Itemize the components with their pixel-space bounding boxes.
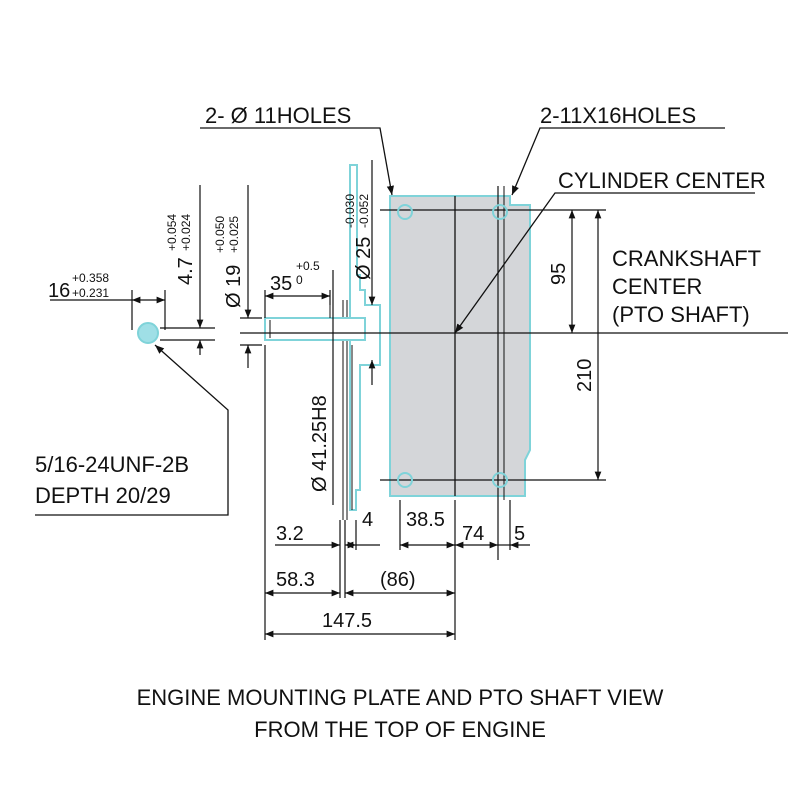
dim-41-value: Ø 41.25H8 [309, 395, 331, 492]
mounting-slot-bottom-right [492, 472, 508, 488]
dim-4-7-value: 4.7 [175, 257, 197, 285]
pto-shaft [264, 305, 366, 341]
dim-95-value: 95 [548, 263, 570, 285]
dim-19-lower: +0.025 [227, 216, 241, 253]
label-crankshaft-line3: (PTO SHAFT) [612, 302, 750, 327]
dim-86-value: (86) [380, 569, 416, 591]
dim-16-value: 16 [48, 280, 70, 302]
dim-25-value: Ø 25 [353, 237, 375, 280]
dim-lines-right [568, 210, 602, 480]
dim-58-3-value: 58.3 [276, 569, 315, 591]
mounting-hole-top-left [397, 204, 413, 220]
dim-3-2-value: 3.2 [276, 523, 304, 545]
leader-lines [35, 127, 755, 516]
caption-line1: ENGINE MOUNTING PLATE AND PTO SHAFT VIEW [137, 685, 664, 710]
dim-25-lower: -0.052 [357, 194, 371, 228]
label-thread-line1: 5/16-24UNF-2B [35, 452, 189, 477]
dim-38-5-value: 38.5 [406, 509, 445, 531]
dim-4-7-lower: +0.024 [179, 214, 193, 251]
dim-25-upper: -0.030 [343, 194, 357, 228]
dim-147-5-value: 147.5 [322, 610, 372, 632]
label-thread-line2: DEPTH 20/29 [35, 483, 171, 508]
dim-4-value: 4 [362, 509, 373, 531]
dim-16-lower: +0.231 [72, 286, 109, 300]
dim-16-upper: +0.358 [72, 271, 109, 285]
label-crankshaft-line1: CRANKSHAFT [612, 246, 761, 271]
label-cylinder-center: CYLINDER CENTER [558, 168, 766, 193]
dim-lines-bottom [264, 345, 530, 640]
mounting-plate [380, 186, 606, 560]
dim-lines-left [50, 160, 376, 505]
dim-210-value: 210 [574, 359, 596, 392]
mounting-slot-top-right [492, 204, 508, 220]
label-holes-round: 2- Ø 11HOLES [205, 103, 351, 128]
dim-74-value: 74 [462, 523, 484, 545]
dim-4-7-upper: +0.054 [165, 214, 179, 251]
label-crankshaft-line2: CENTER [612, 274, 702, 299]
dim-35-value: 35 [270, 273, 292, 295]
dim-35-upper: +0.5 [296, 259, 320, 273]
tap-hole [137, 322, 159, 344]
dim-35-lower: 0 [296, 273, 303, 287]
dim-19-upper: +0.050 [213, 216, 227, 253]
caption-line2: FROM THE TOP OF ENGINE [254, 717, 546, 742]
dim-19-value: Ø 19 [223, 265, 245, 308]
mounting-hole-bottom-left [397, 472, 413, 488]
label-holes-slot: 2-11X16HOLES [540, 103, 696, 128]
dim-5-value: 5 [514, 523, 525, 545]
